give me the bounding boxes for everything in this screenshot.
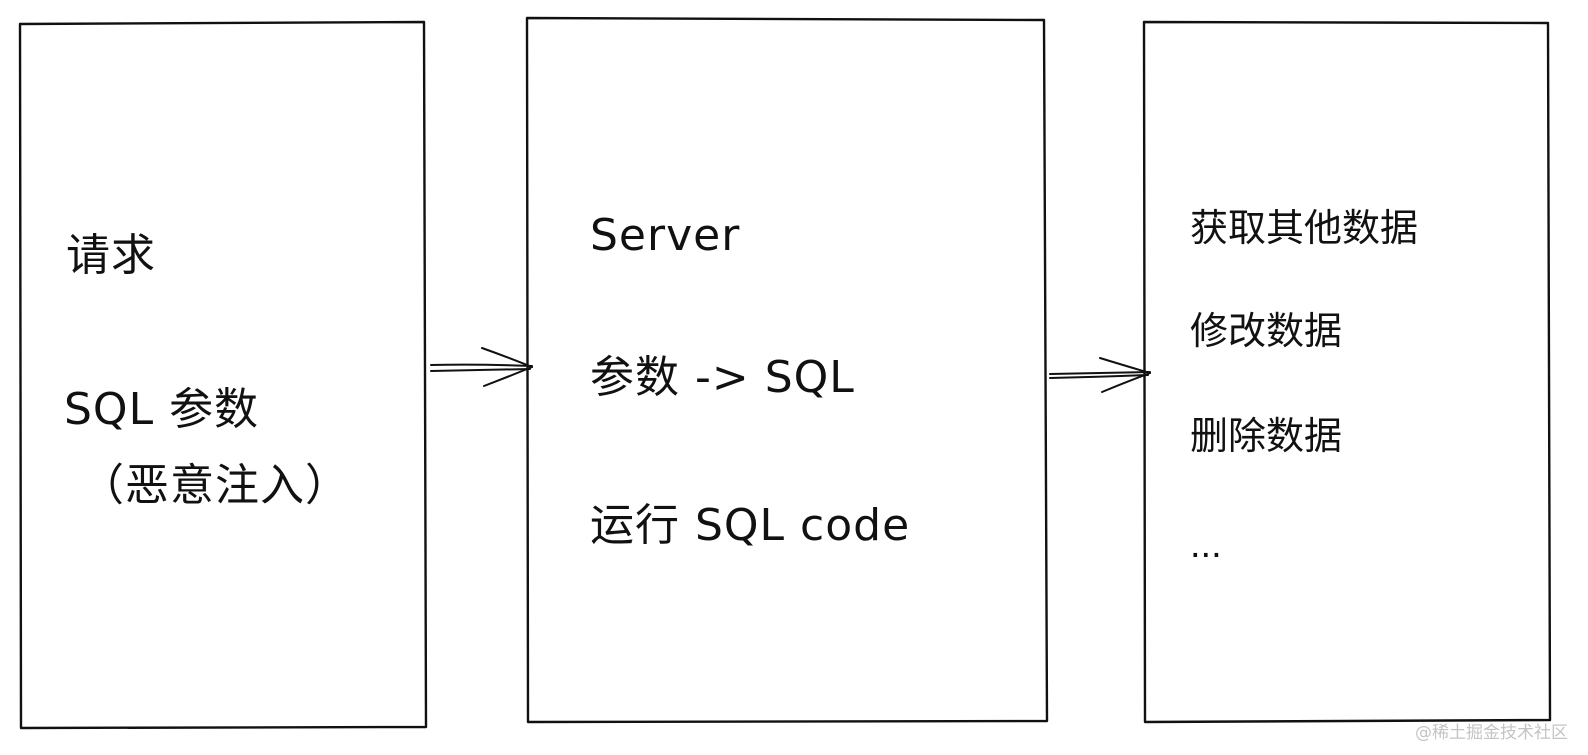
request-malicious-injection: （恶意注入） bbox=[80, 460, 350, 511]
watermark: @稀土掘金技术社区 bbox=[1415, 723, 1568, 743]
arrow-server-to-result bbox=[1049, 357, 1151, 393]
server-params-to-sql: 参数 -> SQL bbox=[590, 352, 855, 403]
result-item-delete-data: 删除数据 bbox=[1190, 416, 1343, 458]
request-box bbox=[18, 20, 428, 730]
request-title: 请求 bbox=[66, 230, 156, 281]
server-box bbox=[525, 16, 1049, 724]
server-title: Server bbox=[590, 210, 741, 261]
result-item-modify-data: 修改数据 bbox=[1190, 311, 1343, 353]
arrow-request-to-server bbox=[430, 347, 533, 387]
request-sql-params: SQL 参数 bbox=[64, 384, 260, 435]
result-box bbox=[1142, 20, 1552, 724]
result-item-get-other-data: 获取其他数据 bbox=[1190, 208, 1419, 250]
result-item-ellipsis: ... bbox=[1190, 524, 1222, 566]
server-run-sql-code: 运行 SQL code bbox=[590, 500, 911, 551]
